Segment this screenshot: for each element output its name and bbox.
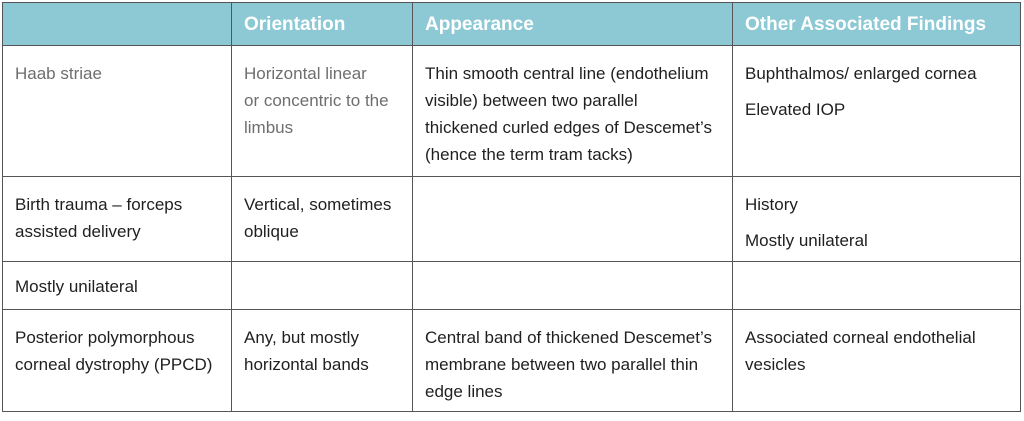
- table-row: Posterior polymorphous corneal dystrophy…: [2, 309, 1021, 412]
- cell-text: Posterior polymorphous: [15, 328, 195, 347]
- cell-text: assisted delivery: [15, 222, 141, 241]
- cell-text: Mostly unilateral: [15, 277, 138, 296]
- cell-text: vesicles: [745, 355, 806, 374]
- findings-table: Orientation Appearance Other Associated …: [2, 2, 1021, 412]
- cell-condition: Haab striae: [2, 45, 232, 177]
- cell-text: edge lines: [425, 382, 503, 401]
- header-row: Orientation Appearance Other Associated …: [2, 2, 1021, 46]
- cell-orientation: Vertical, sometimes oblique: [231, 176, 413, 262]
- cell-appearance: Thin smooth central line (endothelium vi…: [412, 45, 733, 177]
- cell-text: Buphthalmos/ enlarged cornea: [745, 64, 977, 83]
- cell-text: Haab striae: [15, 64, 102, 83]
- cell-appearance: [412, 176, 733, 262]
- cell-text: or concentric to the: [244, 91, 389, 110]
- table-row: Birth trauma – forceps assisted delivery…: [2, 176, 1021, 262]
- cell-appearance: Central band of thickened Descemet’s mem…: [412, 309, 733, 412]
- cell-text: History: [745, 195, 798, 214]
- cell-text: Mostly unilateral: [745, 231, 868, 250]
- cell-text: Birth trauma – forceps: [15, 195, 183, 214]
- header-other-findings: Other Associated Findings: [732, 2, 1021, 46]
- cell-condition: Posterior polymorphous corneal dystrophy…: [2, 309, 232, 412]
- cell-text: Central band of thickened Descemet’s: [425, 328, 712, 347]
- cell-orientation: Any, but mostly horizontal bands: [231, 309, 413, 412]
- cell-text: oblique: [244, 222, 299, 241]
- cell-text: Associated corneal endothelial: [745, 328, 976, 347]
- cell-appearance: [412, 261, 733, 310]
- cell-findings: [732, 261, 1021, 310]
- cell-text: limbus: [244, 118, 294, 137]
- cell-text: Horizontal linear: [244, 64, 367, 83]
- cell-text: horizontal bands: [244, 355, 369, 374]
- cell-text: thickened curled edges of Descemet’s: [425, 118, 712, 137]
- cell-findings: Buphthalmos/ enlarged cornea Elevated IO…: [732, 45, 1021, 177]
- cell-text: Thin smooth central line (endothelium: [425, 64, 709, 83]
- header-orientation: Orientation: [231, 2, 413, 46]
- cell-text: (hence the term tram tacks): [425, 145, 633, 164]
- cell-text: Any, but mostly: [244, 328, 359, 347]
- cell-text: visible) between two parallel: [425, 91, 638, 110]
- cell-text: Vertical, sometimes: [244, 195, 392, 214]
- cell-orientation: [231, 261, 413, 310]
- table-row: Haab striae Horizontal linear or concent…: [2, 45, 1021, 177]
- table-row: Mostly unilateral: [2, 261, 1021, 310]
- cell-condition: Mostly unilateral: [2, 261, 232, 310]
- cell-text: corneal dystrophy (PPCD): [15, 355, 213, 374]
- cell-text: membrane between two parallel thin: [425, 355, 699, 374]
- header-blank: [2, 2, 232, 46]
- cell-findings: History Mostly unilateral: [732, 176, 1021, 262]
- cell-orientation: Horizontal linear or concentric to the l…: [231, 45, 413, 177]
- cell-condition: Birth trauma – forceps assisted delivery: [2, 176, 232, 262]
- cell-text: Elevated IOP: [745, 100, 846, 119]
- cell-findings: Associated corneal endothelial vesicles: [732, 309, 1021, 412]
- header-appearance: Appearance: [412, 2, 733, 46]
